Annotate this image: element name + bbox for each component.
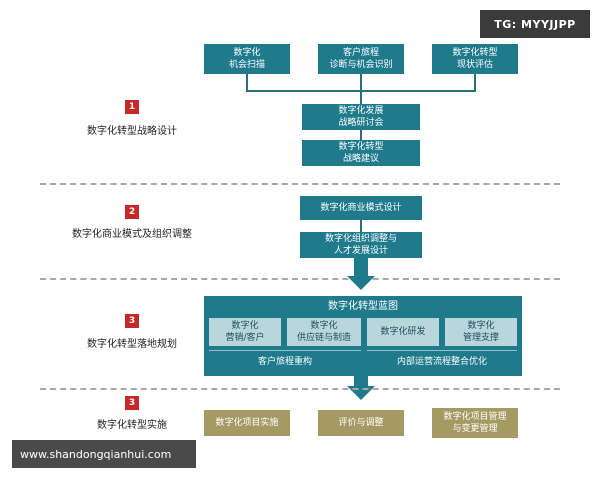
- phase-divider: [40, 183, 560, 185]
- change-management-box: 数字化项目管理 与变更管理: [432, 408, 518, 438]
- business-model-box: 数字化商业模式设计: [300, 196, 422, 220]
- org-talent-box: 数字化组织调整与 人才发展设计: [300, 232, 422, 258]
- phase-badge-2: 2: [125, 205, 139, 219]
- phase-label-1: 数字化转型战略设计: [87, 126, 177, 137]
- phase-label-3: 数字化转型落地规划: [87, 339, 177, 350]
- connector-line: [246, 74, 248, 90]
- connector-line: [360, 74, 362, 104]
- flow-arrow-head: [347, 276, 375, 290]
- customer-journey-rebuild: 客户旅程重构: [209, 350, 361, 372]
- blueprint-title: 数字化转型蓝图: [328, 301, 398, 312]
- connector-line: [474, 74, 476, 90]
- internal-process-optimization: 内部运营流程整合优化: [367, 350, 517, 372]
- strategy-workshop-box: 数字化发展 战略研讨会: [302, 104, 420, 130]
- input-opportunity-scan: 数字化 机会扫描: [204, 44, 290, 74]
- connector-line: [360, 130, 362, 140]
- phase-label-4: 数字化转型实施: [97, 420, 167, 431]
- phase-badge-3: 3: [125, 314, 139, 328]
- phase-badge-4: 3: [125, 396, 139, 410]
- tg-watermark: TG: MYYJJPP: [480, 10, 590, 38]
- phase-divider: [40, 278, 560, 280]
- implementation-box: 数字化项目实施: [204, 410, 290, 436]
- input-status-assessment: 数字化转型 现状评估: [432, 44, 518, 74]
- phase-divider: [40, 388, 560, 390]
- module-supply-chain: 数字化 供应链与制造: [287, 318, 361, 346]
- input-customer-journey: 客户旅程 诊断与机会识别: [318, 44, 404, 74]
- evaluation-box: 评价与调整: [318, 410, 404, 436]
- strategy-advice-box: 数字化转型 战略建议: [302, 140, 420, 166]
- flow-arrow: [354, 258, 368, 276]
- connector-line: [246, 90, 476, 92]
- connector-line: [360, 220, 362, 232]
- module-management: 数字化 管理支撑: [445, 318, 517, 346]
- module-marketing: 数字化 营销/客户: [209, 318, 281, 346]
- site-watermark: www.shandongqianhui.com: [12, 440, 196, 468]
- module-rnd: 数字化研发: [367, 318, 439, 346]
- flow-arrow: [354, 376, 368, 386]
- phase-badge-1: 1: [125, 100, 139, 114]
- phase-label-2: 数字化商业模式及组织调整: [72, 229, 192, 240]
